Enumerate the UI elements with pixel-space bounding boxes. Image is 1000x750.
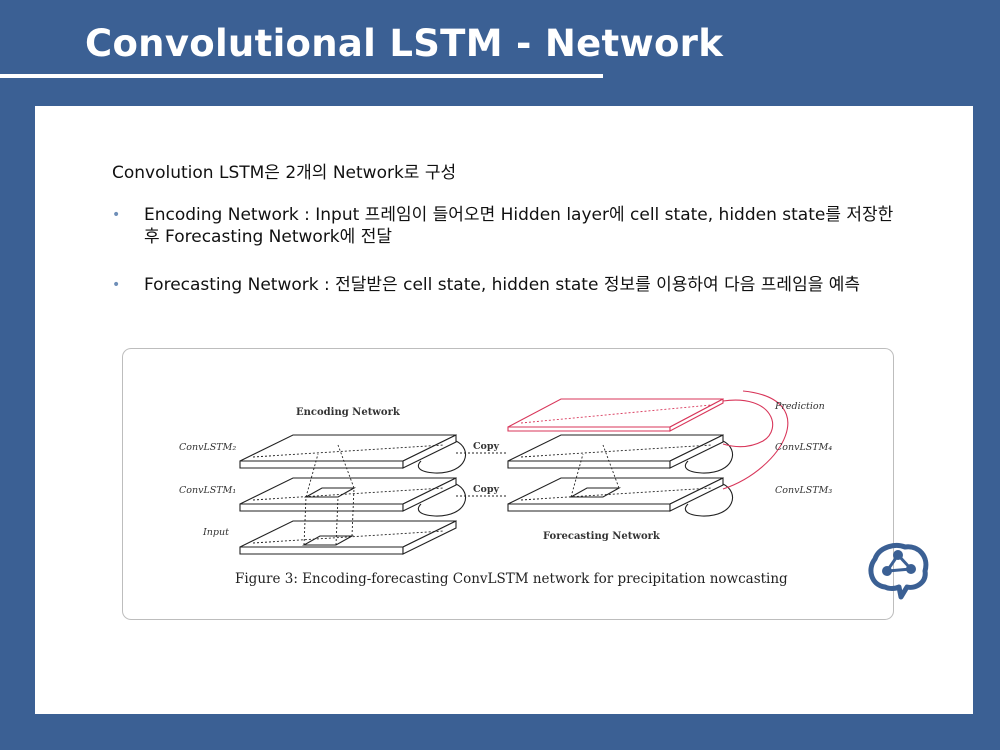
brain-network-logo-icon xyxy=(868,543,929,600)
convlstm-figure: Encoding Network Forecasting Network Con… xyxy=(122,348,894,620)
bullet-text: Forecasting Network : 전달받은 cell state, h… xyxy=(144,275,861,295)
label-copy-bottom: Copy xyxy=(473,484,500,495)
encoding-layer-convlstm2 xyxy=(239,434,466,474)
prediction-layer xyxy=(507,390,789,490)
receptive-field-lines xyxy=(252,444,444,546)
label-prediction: Prediction xyxy=(774,401,825,412)
forecasting-layer-convlstm4 xyxy=(507,434,733,474)
slide-title: Convolutional LSTM - Network xyxy=(85,22,724,65)
content-panel: Convolution LSTM은 2개의 Network로 구성 • Enco… xyxy=(35,106,973,714)
label-copy-top: Copy xyxy=(473,441,500,452)
forecast-receptive-lines xyxy=(520,444,712,501)
bullet-marker: • xyxy=(112,277,121,293)
label-input: Input xyxy=(202,527,229,538)
label-convlstm3: ConvLSTM₃ xyxy=(775,485,832,496)
bullet-marker: • xyxy=(112,207,121,223)
bullet-text: Encoding Network : Input 프레임이 들어오면 Hidde… xyxy=(144,205,894,247)
forecasting-layer-convlstm3 xyxy=(507,477,733,517)
label-convlstm4: ConvLSTM₄ xyxy=(775,442,832,453)
label-encoding-network: Encoding Network xyxy=(296,407,401,418)
label-convlstm2: ConvLSTM₂ xyxy=(179,442,236,453)
convlstm-diagram: Encoding Network Forecasting Network Con… xyxy=(179,390,832,587)
copy-arrows xyxy=(456,452,508,497)
label-convlstm1: ConvLSTM₁ xyxy=(179,485,236,496)
title-underline xyxy=(0,74,603,78)
label-forecasting-network: Forecasting Network xyxy=(543,531,661,542)
intro-text: Convolution LSTM은 2개의 Network로 구성 xyxy=(112,163,457,183)
figure-caption: Figure 3: Encoding-forecasting ConvLSTM … xyxy=(235,571,788,587)
input-layer xyxy=(239,520,457,555)
